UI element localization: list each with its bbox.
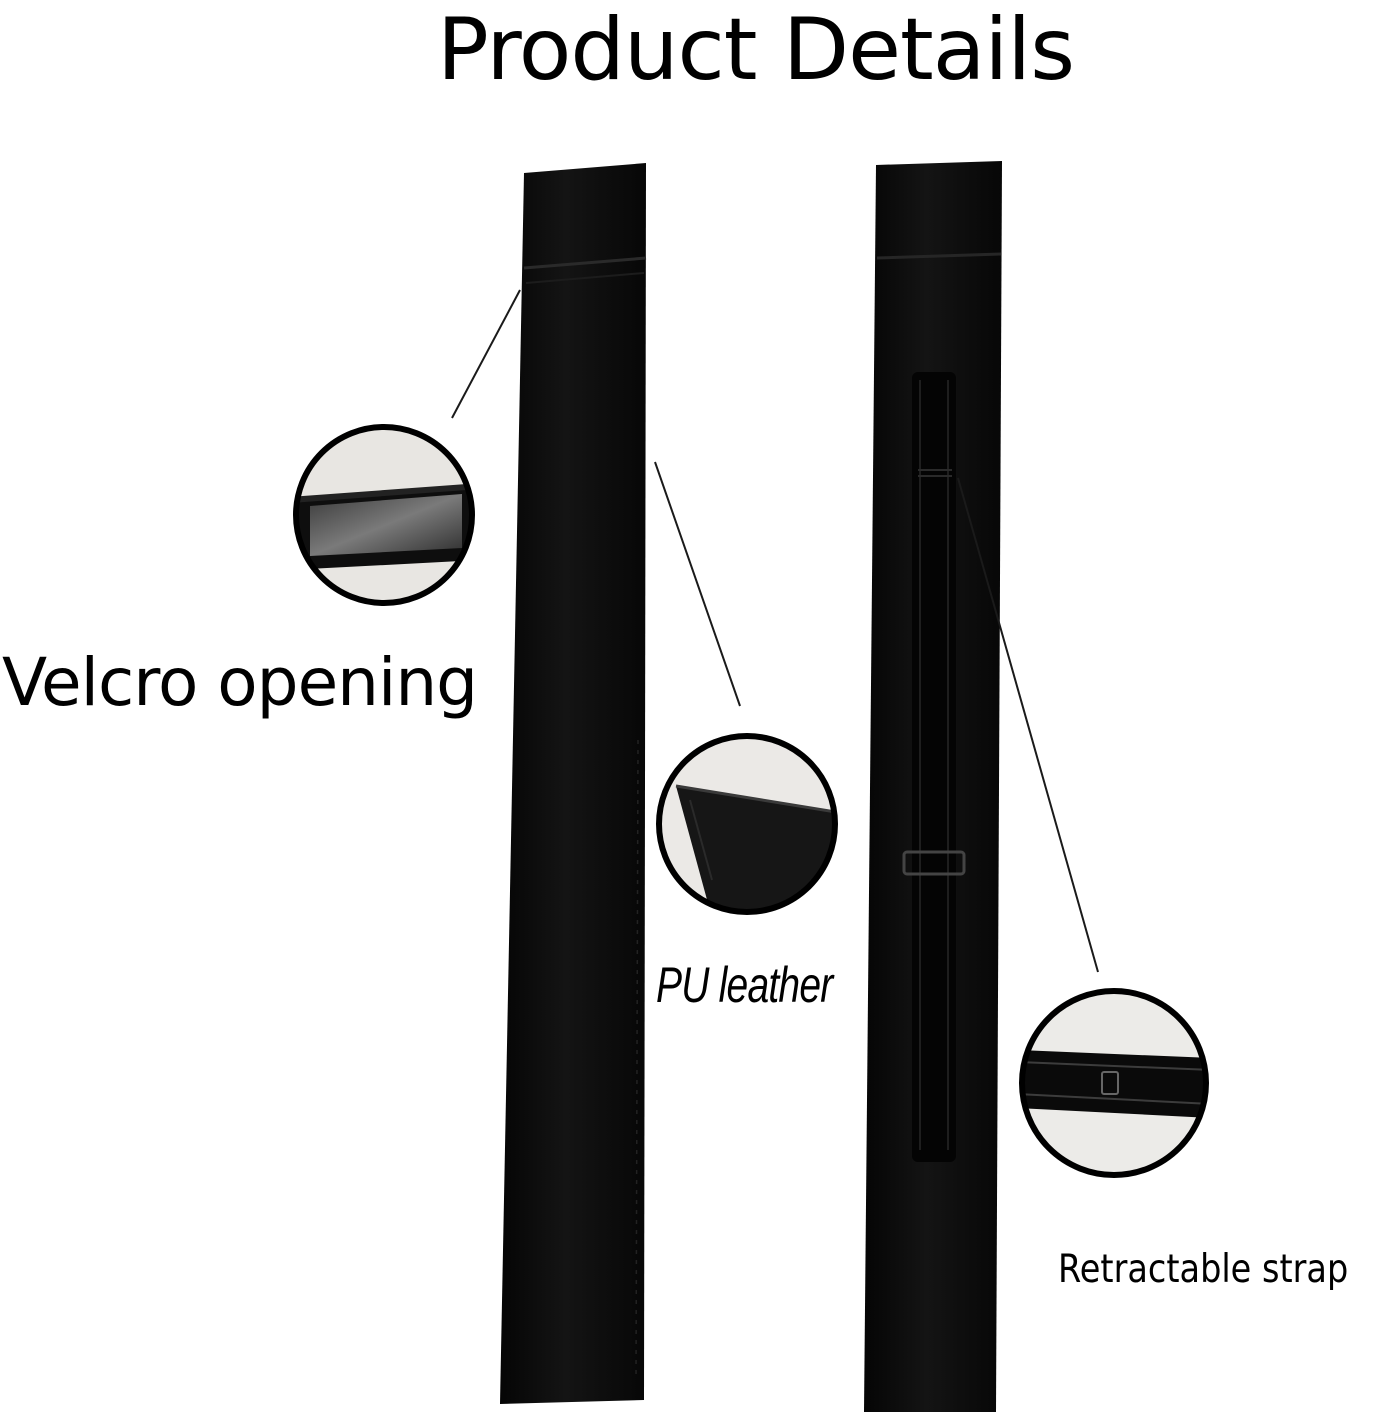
leader-lines xyxy=(451,289,1099,973)
retractable-strap xyxy=(902,372,966,1162)
velcro-opening-label: Velcro opening xyxy=(2,644,478,721)
bag-front xyxy=(500,163,647,1404)
strap-detail-circle xyxy=(1019,988,1209,1178)
page-title: Product Details xyxy=(436,0,1075,100)
retractable-strap-label: Retractable strap xyxy=(1058,1247,1349,1292)
pu-leather-label: PU leather xyxy=(656,957,833,1013)
velcro-detail-circle xyxy=(293,424,475,606)
leather-detail-circle xyxy=(656,733,838,915)
